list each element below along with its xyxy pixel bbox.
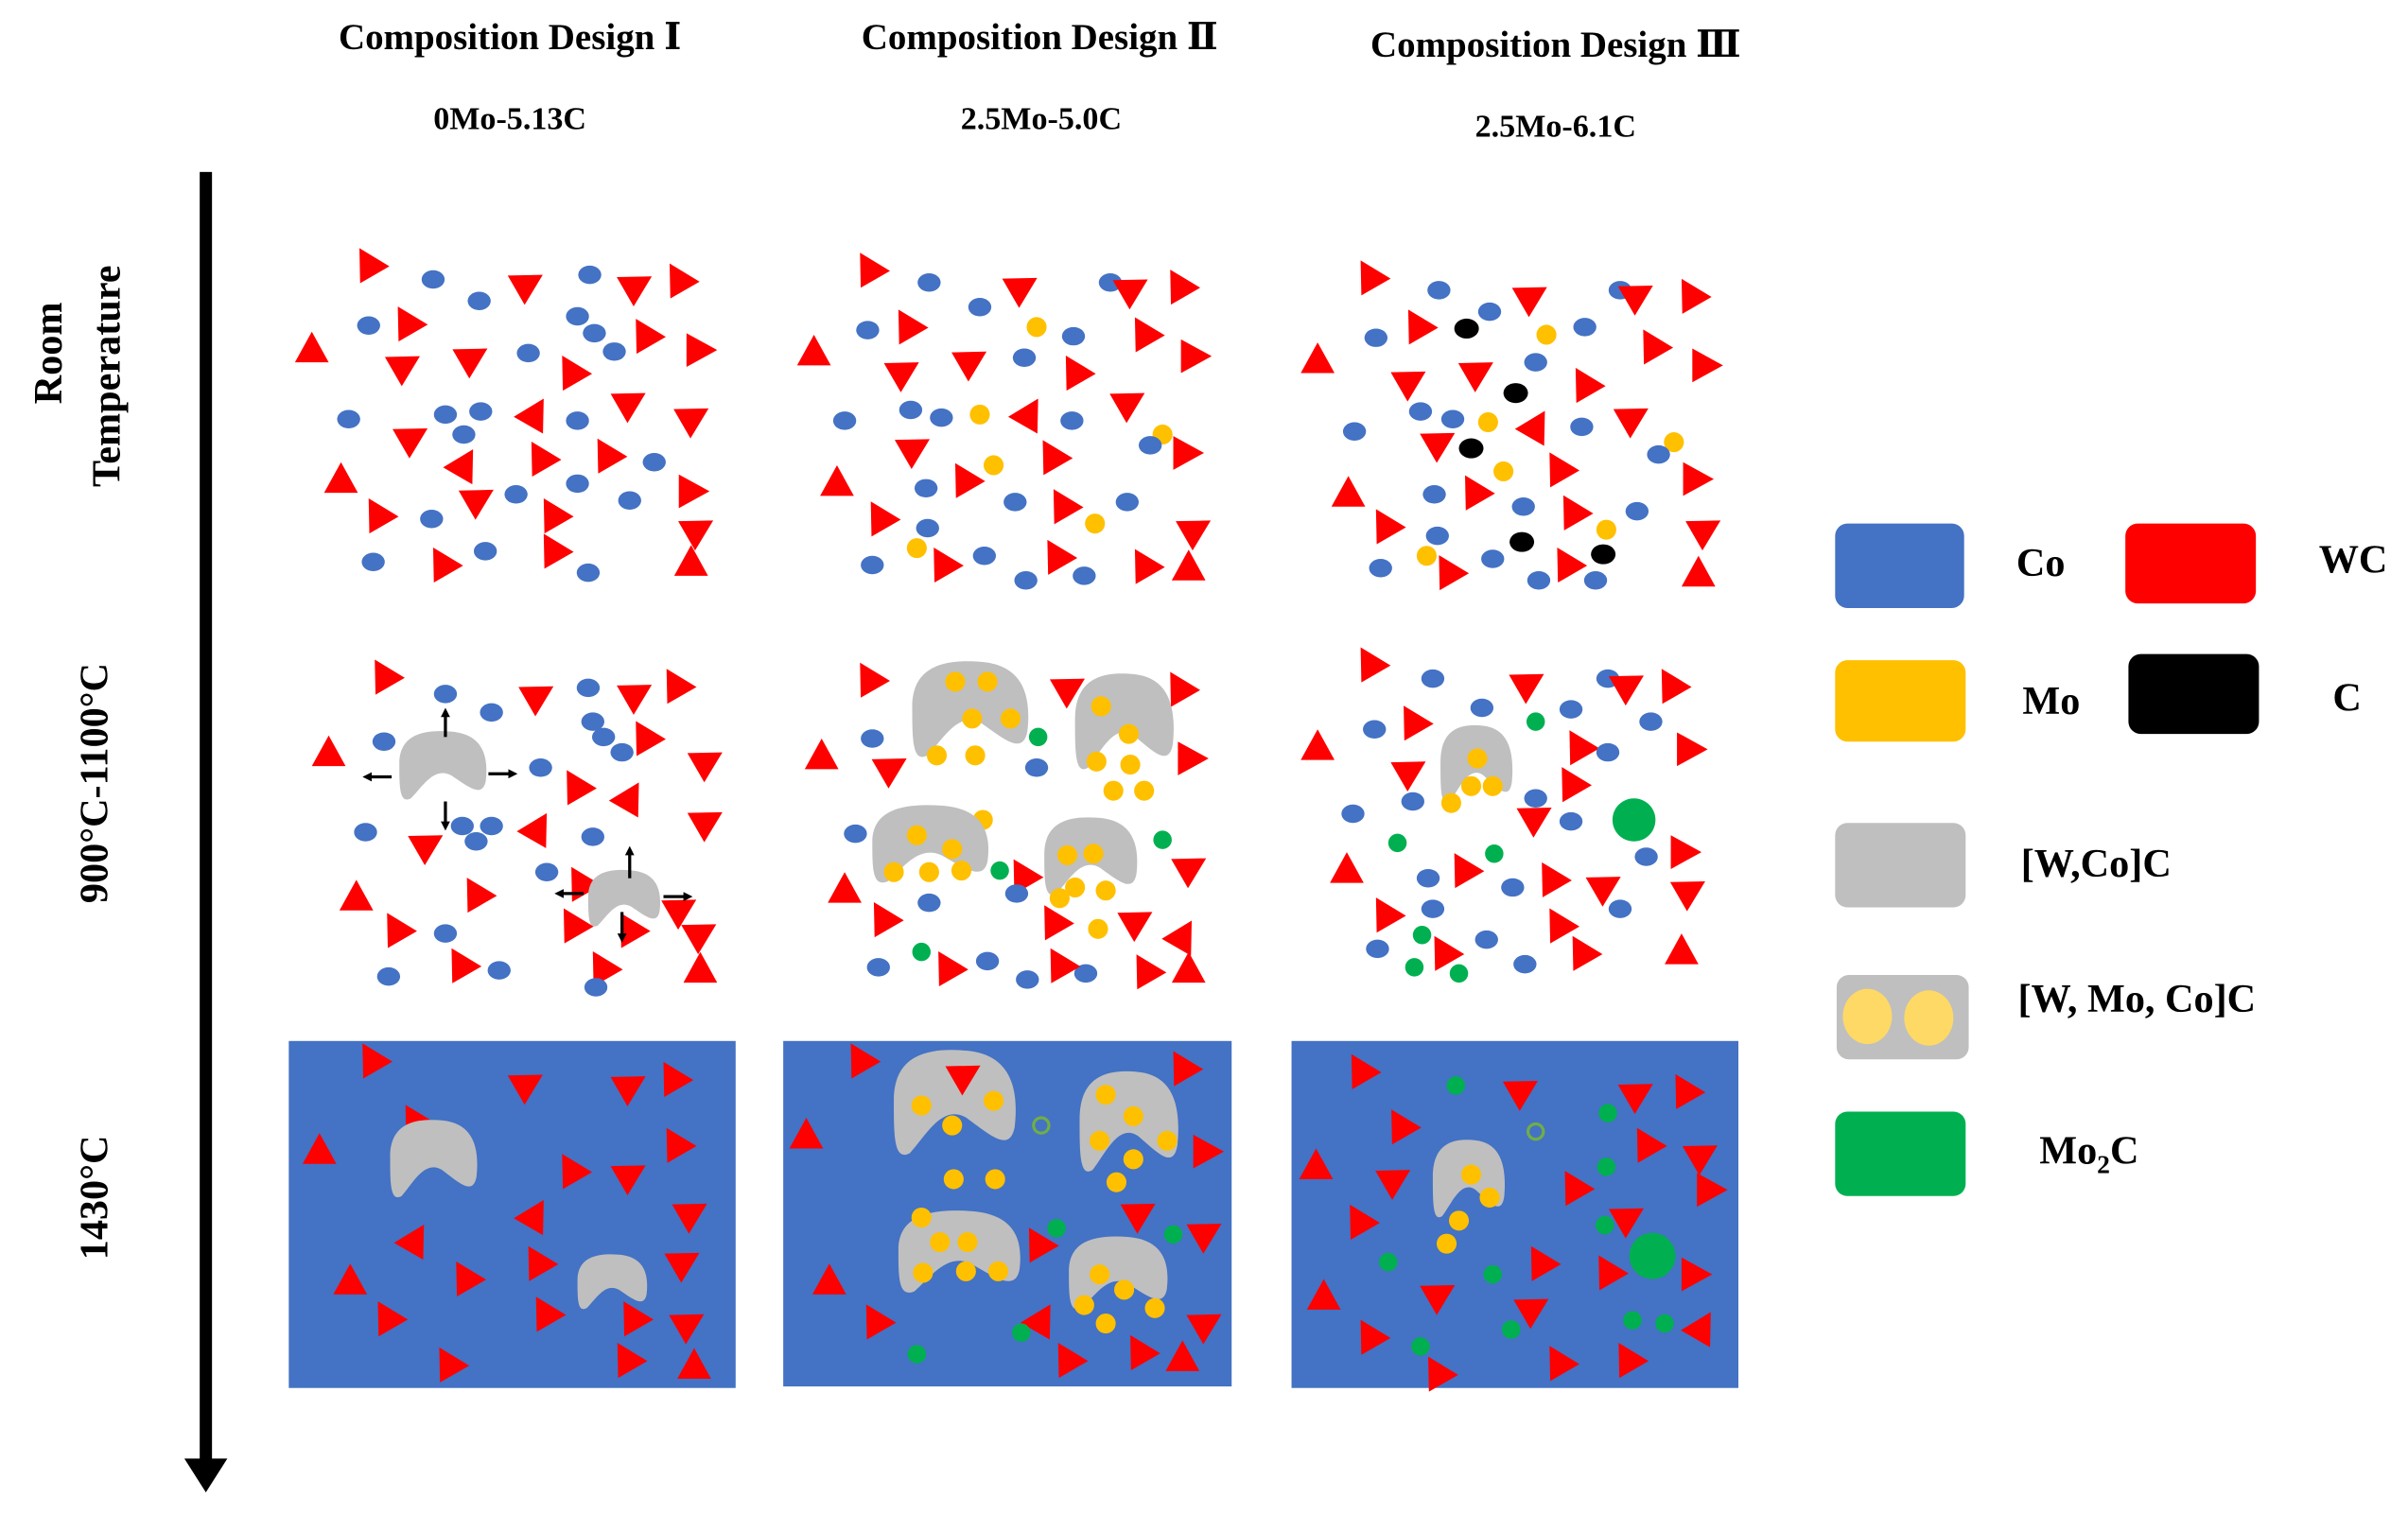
mo2c-swatch-icon <box>1835 1111 1966 1196</box>
legend-item-mo: Mo <box>1835 660 2080 742</box>
legend-item-mo2c: Mo2C <box>1835 1111 2138 1196</box>
column-title-2: Composition Design Ⅱ <box>862 17 1218 58</box>
legend-item-c: C <box>2128 653 2362 735</box>
legend-item-co: Co <box>1835 523 2066 608</box>
panel-1430-design-1 <box>288 1035 736 1388</box>
mo-swatch-icon <box>1835 660 1966 742</box>
legend-item-wc: WC <box>2125 523 2388 604</box>
panel-mid-design-2 <box>804 653 1215 990</box>
legend-label-wcoc: [W,Co]C <box>2021 842 2172 886</box>
legend-label-wmococ: [W, Mo, Co]C <box>2018 977 2257 1021</box>
legend-item-wcoc: [W,Co]C <box>1835 823 2172 908</box>
panel-rt-design-2 <box>796 244 1220 590</box>
panel-mid-design-3 <box>1300 638 1714 983</box>
panel-mid-design-1 <box>311 651 731 997</box>
column-composition-2: 2.5Mo-5.0C <box>961 101 1122 136</box>
co-swatch-icon <box>1835 523 1964 608</box>
legend-label-mo2c: Mo2C <box>2039 1129 2138 1179</box>
panel-rt-design-3 <box>1300 252 1730 591</box>
column-title-3: Composition Design Ⅲ <box>1370 25 1741 65</box>
row-label-room: Room <box>26 303 71 405</box>
c-swatch-icon <box>2128 653 2260 735</box>
wcoc-swatch-icon <box>1835 823 1966 908</box>
temperature-arrow <box>183 171 228 1493</box>
column-title-1: Composition Design Ⅰ <box>339 17 681 58</box>
column-headers: Composition Design Ⅰ Composition Design … <box>339 17 1741 145</box>
legend-label-wc: WC <box>2319 538 2388 583</box>
panel-1430-design-3 <box>1291 1040 1739 1392</box>
row-label-1430: 1430°C <box>73 1136 117 1261</box>
legend-label-mo: Mo <box>2022 679 2080 723</box>
row-labels: Room Temperature 900°C-1100°C 1430°C <box>26 266 130 1261</box>
legend-item-wmococ: [W, Mo, Co]C <box>1836 974 2257 1060</box>
panel-rt-design-1 <box>294 239 723 583</box>
legend-label-co: Co <box>2016 541 2066 585</box>
row-label-temperature: Temperature <box>85 266 130 487</box>
panel-1430-design-2 <box>783 1035 1232 1387</box>
wc-swatch-icon <box>2125 523 2257 604</box>
column-composition-1: 0Mo-5.13C <box>433 101 586 136</box>
legend: Co WC Mo C [W,Co]C [W, Mo, Co]C Mo2C <box>1835 523 2388 1196</box>
row-label-900-1100: 900°C-1100°C <box>73 663 117 903</box>
legend-label-c: C <box>2332 676 2361 721</box>
column-composition-3: 2.5Mo-6.1C <box>1475 110 1636 145</box>
